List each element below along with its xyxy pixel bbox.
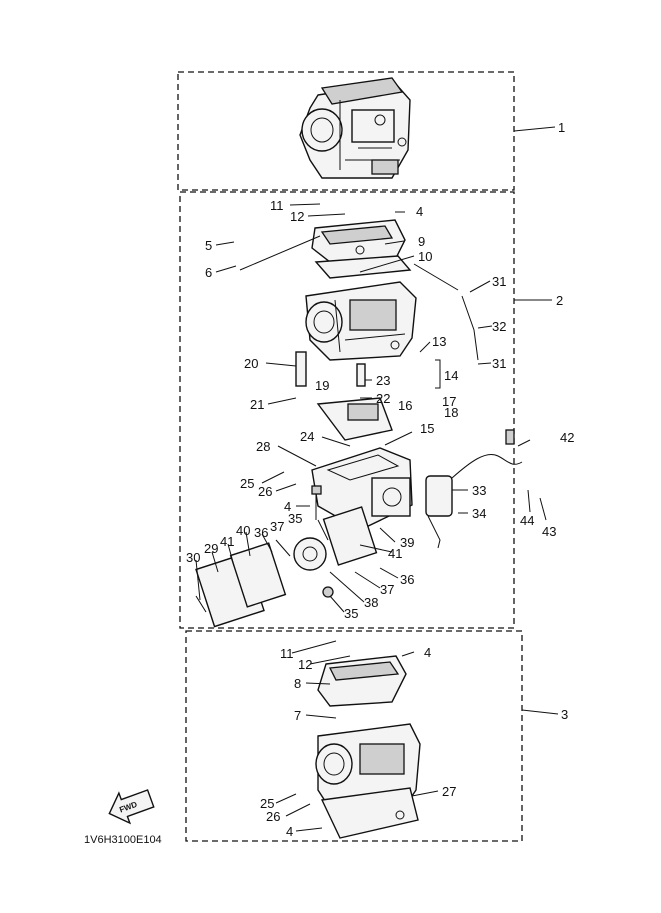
callout-label: 29 xyxy=(204,541,218,556)
callout-label: 11 xyxy=(280,646,294,661)
callout-label: 5 xyxy=(205,238,212,253)
callout-label: 11 xyxy=(270,198,284,213)
assembly-2-top-cover xyxy=(311,219,412,279)
callout-label: 31 xyxy=(492,274,506,289)
callout-label: 8 xyxy=(294,676,301,691)
assembly-2-body xyxy=(305,281,417,361)
callout-label: 12 xyxy=(298,657,312,672)
carburetor-assembly-3 xyxy=(315,655,421,839)
callout-label: 15 xyxy=(420,421,434,436)
callout-label: 37 xyxy=(270,519,284,534)
callout-label: 23 xyxy=(376,373,390,388)
callout-label: 9 xyxy=(418,234,425,249)
callout-label: 41 xyxy=(388,546,402,561)
assembly-2-frame xyxy=(179,191,515,629)
callout-label: 25 xyxy=(260,796,274,811)
callout-label: 38 xyxy=(364,595,378,610)
callout-label: 44 xyxy=(520,513,534,528)
callout-label: 41 xyxy=(220,534,234,549)
callout-label: 40 xyxy=(236,523,250,538)
callout-label: 39 xyxy=(400,535,414,550)
callout-label: 36 xyxy=(400,572,414,587)
callout-labels: 1 2 3 11 12 4 5 6 9 10 31 32 13 31 20 23… xyxy=(186,120,574,839)
callout-label: 25 xyxy=(240,476,254,491)
callout-label: 36 xyxy=(254,525,268,540)
callout-label: 3 xyxy=(561,707,568,722)
callout-label: 12 xyxy=(290,209,304,224)
callout-label: 27 xyxy=(442,784,456,799)
callout-label: 6 xyxy=(205,265,212,280)
callout-label: 19 xyxy=(315,378,329,393)
drawing-code: 1V6H3100E104 xyxy=(84,834,162,846)
callout-label: 4 xyxy=(286,824,293,839)
callout-label: 43 xyxy=(542,524,556,539)
callout-label: 16 xyxy=(398,398,412,413)
callout-label: 32 xyxy=(492,319,506,334)
callout-label: 21 xyxy=(250,397,264,412)
callout-label: 26 xyxy=(266,809,280,824)
callout-label: 24 xyxy=(300,429,314,444)
callout-label: 22 xyxy=(376,391,390,406)
fwd-arrow-icon: FWD xyxy=(108,789,155,825)
assembly-2-float-and-bowl xyxy=(195,351,523,628)
callout-label: 31 xyxy=(492,356,506,371)
callout-label: 37 xyxy=(380,582,394,597)
callout-label: 33 xyxy=(472,483,486,498)
callout-label: 18 xyxy=(444,405,458,420)
callout-label: 34 xyxy=(472,506,486,521)
assembly-3-frame xyxy=(185,630,523,842)
callout-label: 17 xyxy=(442,394,456,409)
callout-label: 10 xyxy=(418,249,432,264)
callout-label: 4 xyxy=(284,499,291,514)
callout-label: 4 xyxy=(416,204,423,219)
callout-label: 28 xyxy=(256,439,270,454)
callout-label: 14 xyxy=(444,368,458,383)
callout-label: 35 xyxy=(288,511,302,526)
callout-label: 7 xyxy=(294,708,301,723)
callout-label: 13 xyxy=(432,334,446,349)
carburetor-assembly-1 xyxy=(299,77,411,179)
callout-label: 1 xyxy=(558,120,565,135)
callout-label: 2 xyxy=(556,293,563,308)
callout-label: 20 xyxy=(244,356,258,371)
callout-label: 30 xyxy=(186,550,200,565)
callout-label: 42 xyxy=(560,430,574,445)
leader-lines xyxy=(195,126,559,832)
callout-label: 26 xyxy=(258,484,272,499)
callout-label: 35 xyxy=(344,606,358,621)
callout-label: 4 xyxy=(424,645,431,660)
